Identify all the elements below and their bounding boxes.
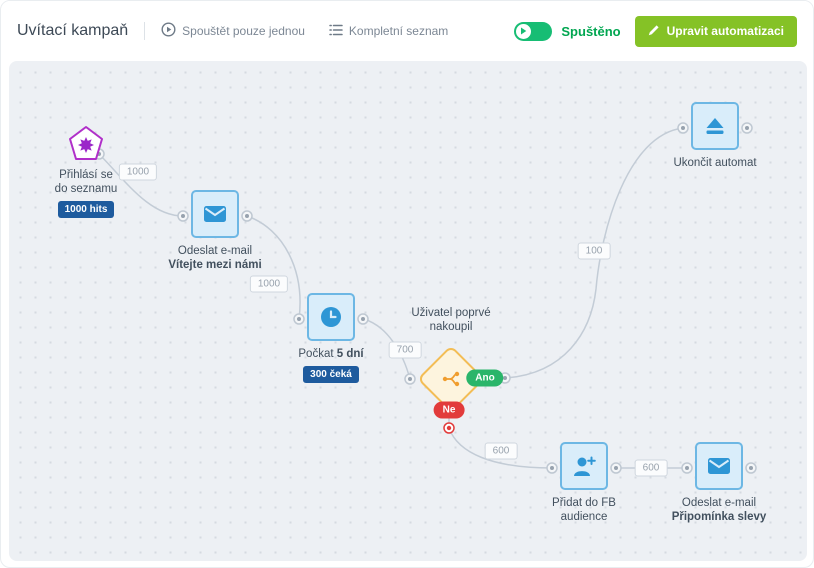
node-add-fb-audience[interactable]: Přidat do FB audience xyxy=(519,442,649,524)
node-sublabel: Vítejte mezi námi xyxy=(168,259,262,271)
toolbar-divider xyxy=(144,22,146,40)
node-label: Přidat do FB xyxy=(552,497,616,509)
node-label: Přihlásí se xyxy=(59,169,113,181)
status-label: Spuštěno xyxy=(561,23,621,39)
list-icon xyxy=(329,24,343,39)
edit-automation-button[interactable]: Upravit automatizaci xyxy=(634,15,797,47)
node-email-welcome[interactable]: Odeslat e-mail Vítejte mezi námi xyxy=(150,190,280,272)
toolbar: Uvítací kampaň Spouštět pouze jednou Kom… xyxy=(1,1,813,61)
edge-yes-end xyxy=(504,127,684,379)
node-sublabel: Připomínka slevy xyxy=(671,511,767,523)
waiting-badge: 300 čeká xyxy=(303,366,359,383)
edge-count-label: 100 xyxy=(577,242,611,260)
run-once-menu-item[interactable]: Spouštět pouze jednou xyxy=(161,22,305,40)
node-label: Ukončit automat xyxy=(673,157,757,169)
trigger-burst-icon xyxy=(69,126,103,160)
email-icon xyxy=(695,442,743,490)
email-icon xyxy=(191,190,239,238)
pencil-icon xyxy=(648,24,660,39)
no-branch-port xyxy=(443,422,455,434)
decision-title: Uživatel poprvé nakoupil xyxy=(386,306,516,334)
flow-canvas[interactable]: 1000 1000 700 100 600 600 Přihlásí se do… xyxy=(9,61,807,561)
edge-count-label: 600 xyxy=(634,459,668,477)
page-title: Uvítací kampaň xyxy=(17,22,129,39)
edge-count-label: 1000 xyxy=(118,163,158,181)
connectors-layer xyxy=(93,122,757,474)
branch-icon xyxy=(442,371,460,387)
node-label: Odeslat e-mail xyxy=(681,497,757,509)
full-list-menu-item[interactable]: Kompletní seznam xyxy=(329,24,448,39)
node-email-reminder[interactable]: Odeslat e-mail Připomínka slevy xyxy=(654,442,784,524)
node-decision-first-purchase[interactable] xyxy=(417,345,485,413)
node-label: Počkat 5 dní xyxy=(298,348,364,360)
connector-ports xyxy=(93,122,757,474)
edit-automation-label: Upravit automatizaci xyxy=(666,24,784,38)
no-branch-label: Ne xyxy=(433,401,465,419)
node-trigger-signup[interactable]: Přihlásí se do seznamu 1000 hits xyxy=(21,124,151,218)
node-label: audience xyxy=(560,511,608,523)
toggle-play-icon xyxy=(516,23,532,39)
hits-badge: 1000 hits xyxy=(57,201,115,218)
clock-icon xyxy=(307,293,355,341)
edge-count-label: 700 xyxy=(388,341,422,359)
node-label: Odeslat e-mail xyxy=(177,245,253,257)
full-list-label: Kompletní seznam xyxy=(348,24,449,38)
end-eject-icon xyxy=(691,102,739,150)
edge-trigger-email1 xyxy=(98,153,184,217)
yes-branch-label: Ano xyxy=(466,369,504,387)
edge-count-label: 600 xyxy=(484,442,518,460)
edge-count-label: 1000 xyxy=(249,275,289,293)
play-circle-icon xyxy=(161,22,176,40)
node-label: do seznamu xyxy=(54,183,118,195)
person-plus-icon xyxy=(560,442,608,490)
edge-email1-wait xyxy=(246,215,301,320)
automation-toggle[interactable] xyxy=(514,21,553,41)
node-label: Uživatel poprvé xyxy=(411,307,491,319)
node-wait[interactable]: Počkat 5 dní 300 čeká xyxy=(266,293,396,383)
run-once-label: Spouštět pouze jednou xyxy=(182,24,305,38)
node-label: nakoupil xyxy=(429,321,473,333)
node-end-automation[interactable]: Ukončit automat xyxy=(650,102,780,170)
